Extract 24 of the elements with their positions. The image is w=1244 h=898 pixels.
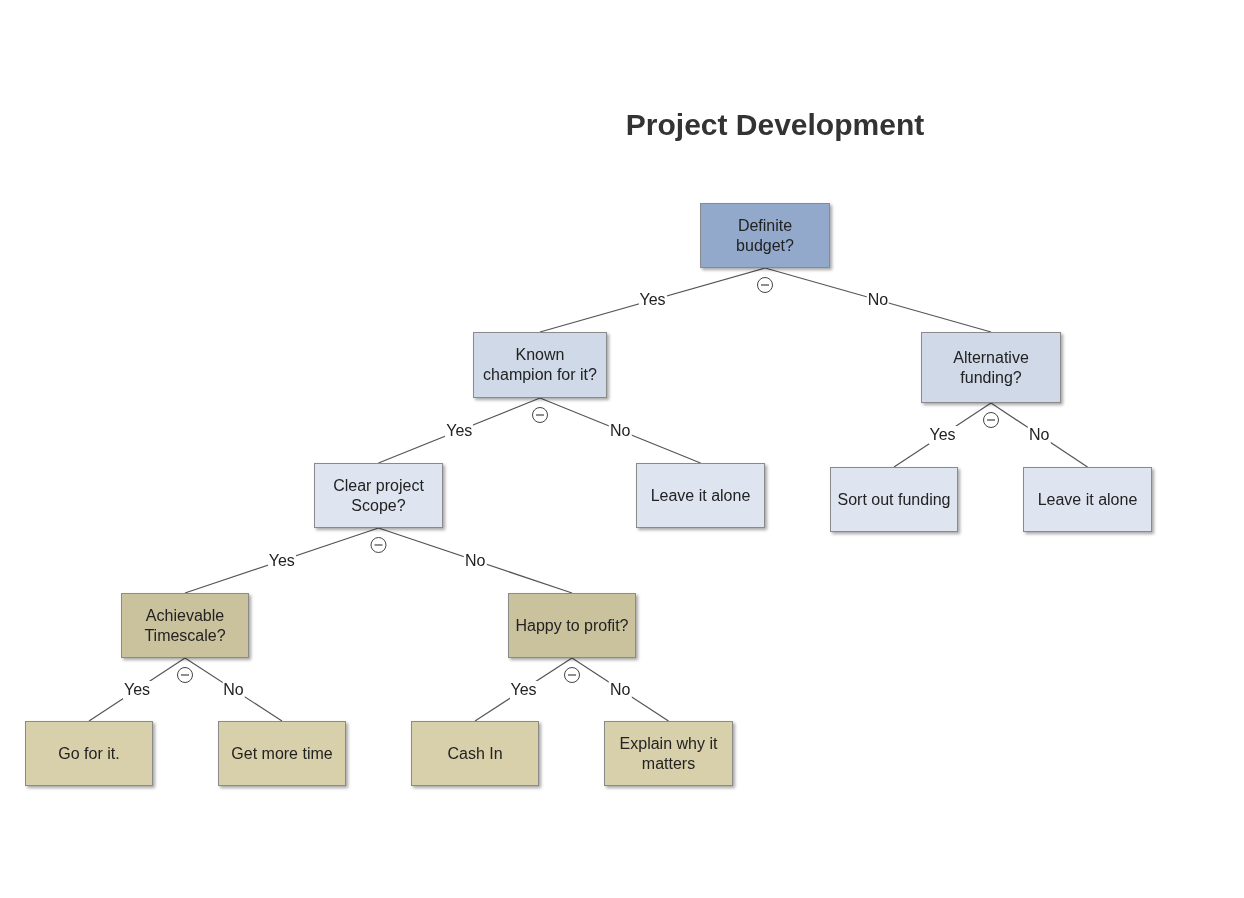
edge-label: No: [609, 680, 632, 699]
decision-box: Known champion for it?: [473, 332, 607, 398]
decision-box: Explain why it matters: [604, 721, 733, 786]
edge-label: Yes: [509, 680, 538, 699]
edge-label: No: [1028, 426, 1051, 444]
connector-line: [539, 397, 702, 464]
decision-box: Achievable Timescale?: [121, 593, 249, 658]
decision-box: Leave it alone: [1023, 467, 1152, 532]
decision-box: Sort out funding: [830, 467, 958, 532]
edge-label: No: [222, 680, 245, 699]
connector-line: [377, 527, 573, 594]
decision-box: Alternative funding?: [921, 332, 1061, 403]
edge-label: Yes: [445, 421, 474, 440]
decision-box: Leave it alone: [636, 463, 765, 528]
decision-box: Happy to profit?: [508, 593, 636, 658]
decision-box: Clear project Scope?: [314, 463, 443, 528]
decision-box: Cash In: [411, 721, 539, 786]
connector-line: [764, 267, 992, 333]
decision-box: Go for it.: [25, 721, 153, 786]
edge-label: Yes: [928, 426, 957, 444]
decision-box: Get more time: [218, 721, 346, 786]
edge-label: Yes: [122, 680, 152, 699]
diagram-title: Project Development: [624, 108, 926, 142]
decision-box: Definite budget?: [700, 203, 830, 268]
